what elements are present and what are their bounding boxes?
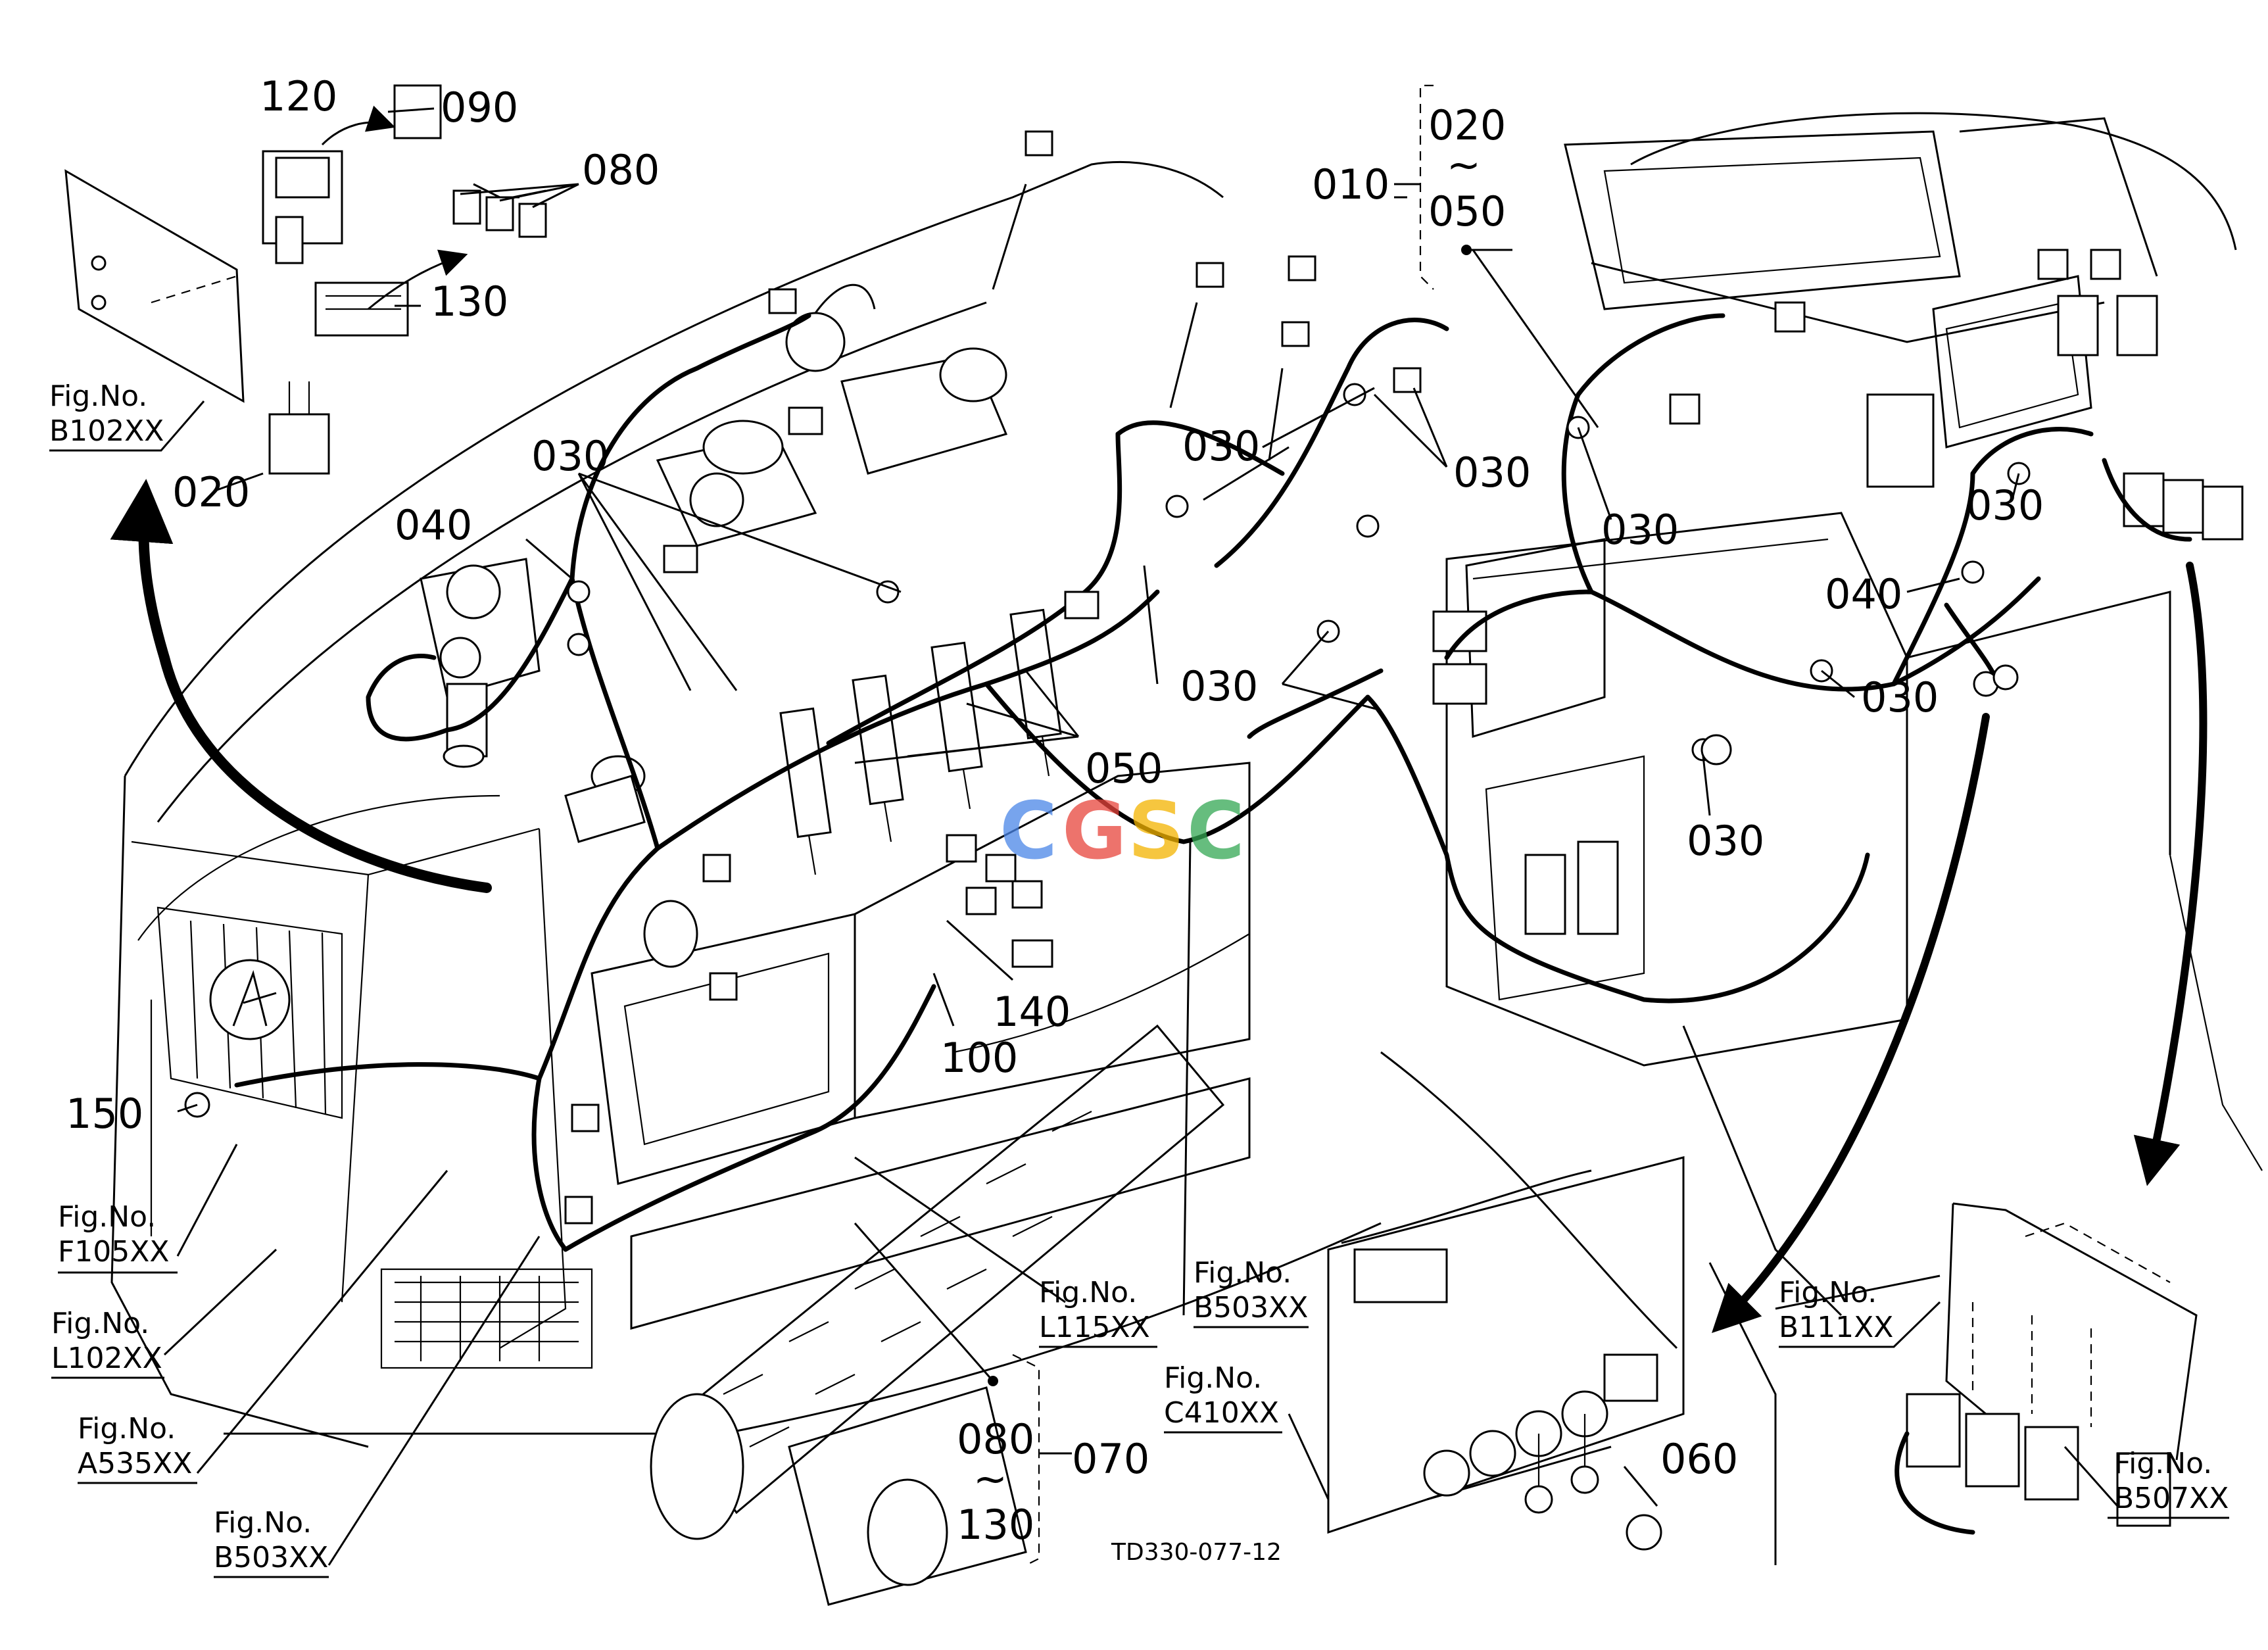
watermark-letter-s: S	[1128, 786, 1184, 877]
tilde-bottom: ~	[973, 1455, 1007, 1503]
grille	[157, 906, 343, 1119]
callout-120: 120	[260, 72, 337, 120]
fig-c410-label: Fig.No.	[1164, 1361, 1262, 1395]
tilde-top: ~	[1447, 141, 1481, 189]
injectors	[779, 608, 1062, 875]
seat	[1564, 117, 2158, 310]
fig-c410-code: C410XX	[1164, 1396, 1279, 1430]
fig-a535-code: A535XX	[78, 1447, 192, 1480]
callout-130-bottom: 130	[957, 1501, 1034, 1549]
controller-ecu	[1866, 249, 2158, 488]
fuel-pump-assembly	[420, 558, 541, 768]
callout-130-top: 130	[431, 278, 508, 326]
fig-b111-code: B111XX	[1779, 1311, 1893, 1344]
fig-b507-code: B507XX	[2114, 1482, 2229, 1515]
callout-050: 050	[1085, 744, 1163, 792]
connectors	[184, 130, 2031, 1225]
callout-140: 140	[993, 988, 1071, 1036]
fig-b102-label: Fig.No.	[49, 379, 147, 413]
radiator	[380, 1268, 593, 1369]
callout-030-g: 030	[1180, 662, 1258, 710]
watermark: C G S C	[1000, 786, 1245, 877]
fig-l102-label: Fig.No.	[51, 1307, 149, 1340]
fig-b503-c-code: B503XX	[1194, 1291, 1308, 1324]
watermark-letter-c1: C	[1000, 786, 1057, 877]
callout-050-top: 050	[1428, 187, 1506, 235]
callout-030-c: 030	[1453, 449, 1531, 497]
fig-f105-label: Fig.No.	[58, 1200, 156, 1234]
callout-030-h: 030	[1687, 817, 1764, 865]
leader-lines	[163, 107, 2119, 1566]
drawing-code: TD330-077-12	[1111, 1539, 1282, 1566]
arrow-b111-detail	[1712, 713, 1990, 1333]
egr-valve	[785, 283, 1008, 475]
valve-block	[1432, 538, 1645, 1001]
callout-020: 020	[172, 468, 250, 516]
fig-l115-label: Fig.No.	[1039, 1276, 1137, 1309]
callout-030-b: 030	[1182, 422, 1260, 470]
fig-b102-code: B102XX	[49, 414, 164, 448]
engine-block	[591, 762, 1251, 1330]
fig-b111-label: Fig.No.	[1779, 1276, 1877, 1309]
callout-030-d: 030	[1601, 506, 1679, 554]
callout-080-bottom: 080	[957, 1415, 1034, 1463]
callout-080-top: 080	[582, 146, 660, 194]
fig-b503-c-label: Fig.No.	[1194, 1256, 1291, 1290]
callout-040-b: 040	[1825, 570, 1902, 618]
callout-070: 070	[1072, 1435, 1149, 1483]
figure-references: Fig.No. B102XX Fig.No. F105XX Fig.No. L1…	[49, 379, 2229, 1578]
callout-090: 090	[441, 84, 518, 132]
watermark-letter-c2: C	[1187, 786, 1245, 877]
exhaust-pipe	[650, 1024, 1225, 1606]
arrow-fuse-detail	[110, 479, 492, 893]
throttle-body	[656, 420, 817, 547]
callout-010: 010	[1312, 160, 1389, 208]
relay-020	[268, 413, 330, 475]
fig-b507-label: Fig.No.	[2114, 1447, 2212, 1480]
cab-frame	[1380, 112, 2263, 1565]
ground-bolt-plate	[1423, 1390, 1662, 1551]
main-harness	[234, 313, 2094, 1252]
hood-outline	[110, 161, 1382, 1448]
callout-150: 150	[66, 1090, 143, 1138]
fuse-box-detail	[64, 84, 547, 475]
callout-040-a: 040	[395, 501, 472, 549]
relay-bracket-detail	[1894, 1202, 2198, 1535]
mini-fuse-080-b	[485, 196, 514, 231]
alternator	[564, 755, 698, 968]
fig-f105-code: F105XX	[58, 1235, 170, 1269]
fig-l102-code: L102XX	[51, 1342, 162, 1375]
bracket-080-130	[988, 1354, 1072, 1566]
mini-fuse-080-c	[518, 203, 547, 238]
callout-030-f: 030	[1861, 673, 1939, 721]
fig-b503-bl-label: Fig.No.	[214, 1506, 312, 1540]
fig-b503-bl-code: B503XX	[214, 1541, 328, 1574]
side-relay-cluster	[2102, 458, 2244, 542]
bracket-020-050	[1394, 84, 1472, 290]
mini-fuse-080-a	[452, 189, 481, 225]
fig-l115-code: L115XX	[1039, 1311, 1150, 1344]
callout-020-top: 020	[1428, 101, 1506, 149]
kubota-logo	[209, 959, 291, 1040]
callout-100: 100	[940, 1034, 1018, 1082]
arrow-b507-detail	[2133, 562, 2208, 1186]
callout-030-a: 030	[531, 432, 609, 480]
callout-030-e: 030	[1966, 481, 2044, 529]
watermark-letter-g: G	[1062, 786, 1127, 877]
fig-a535-label: Fig.No.	[78, 1412, 176, 1445]
pedal-assembly	[1327, 1156, 1685, 1534]
callout-060: 060	[1660, 1435, 1738, 1483]
glow-plugs	[992, 183, 1284, 685]
fuse-090	[393, 84, 442, 139]
callout-labels: 120 090 080 130 020 030 040 010 020 ~ 05…	[66, 72, 2044, 1549]
